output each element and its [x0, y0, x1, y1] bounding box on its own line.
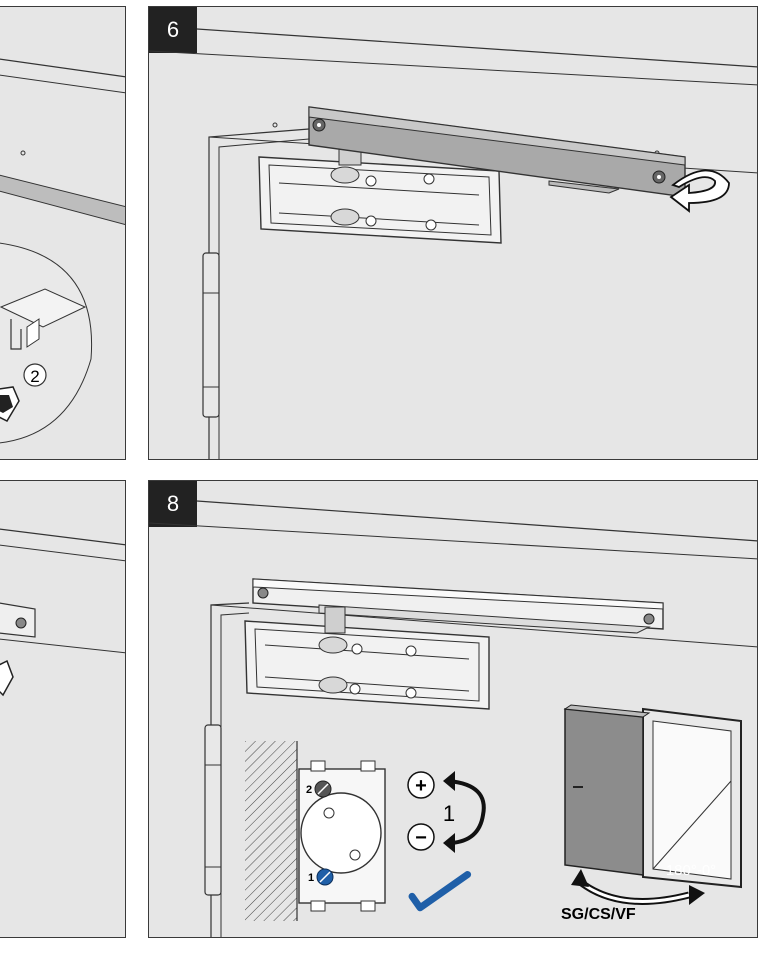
step-6-drawing: [149, 28, 757, 459]
panel-top-left-drawing: 2: [0, 58, 125, 444]
callout-number: 2: [30, 367, 39, 386]
panel-bottom-left: [0, 480, 126, 938]
turns-label: 1: [443, 801, 455, 826]
panel-step-8: 8: [148, 480, 758, 938]
rotation-arrow-icon: [0, 659, 14, 697]
hinge: [202, 252, 220, 418]
step-8-drawing: 2 1 + − 1 180°-0° SG/CS/VF: [149, 500, 757, 937]
valve-mark-1: 1: [308, 872, 314, 884]
hex-key-icon: [408, 871, 472, 912]
panel-step-6: 6: [148, 6, 758, 460]
svg-text:−: −: [415, 827, 427, 849]
wall-hatching: [245, 741, 297, 921]
callout-circle: [23, 363, 47, 387]
closer-body: [258, 156, 502, 244]
step-number: 8: [149, 481, 197, 527]
rotation-arrow-icon: [669, 169, 730, 213]
svg-text:+: +: [415, 775, 427, 797]
panel-bottom-left-drawing: [0, 528, 125, 697]
closer-body: [244, 620, 490, 710]
valve-mark-2: 2: [306, 784, 312, 796]
minus-icon: [407, 823, 435, 851]
model-label: SG/CS/VF: [561, 906, 636, 923]
hinge: [204, 724, 222, 896]
adjust-arrow-icon: [448, 779, 486, 845]
angle-range: 180°-0°: [666, 862, 716, 879]
door-leaf: [564, 708, 644, 876]
panel-top-left: 2: [0, 6, 126, 460]
step-number: 6: [149, 7, 197, 53]
plus-icon: [407, 771, 435, 799]
